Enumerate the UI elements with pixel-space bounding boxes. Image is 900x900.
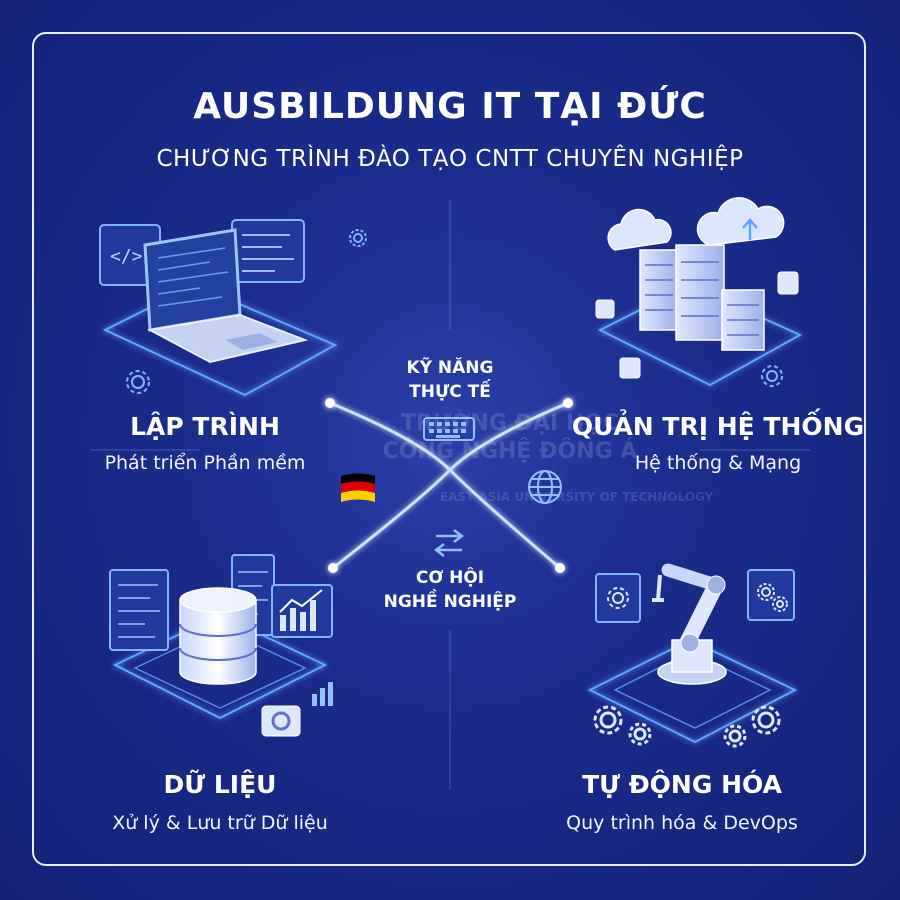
programming-title: LẬP TRÌNH (130, 412, 280, 441)
cloud-icon (607, 208, 672, 251)
page-title: AUSBILDUNG IT TẠI ĐỨC (193, 86, 707, 127)
bar-chart-icon (280, 600, 316, 631)
gear-icon (126, 370, 150, 394)
gear-icon (349, 229, 367, 247)
svg-text:</>: </> (110, 246, 143, 267)
border-frame (32, 32, 866, 866)
laptop-code-icon: </> (99, 219, 367, 397)
robot-arm-icon (587, 563, 798, 748)
german-flag-icon (341, 473, 375, 502)
keyboard-icon (423, 417, 475, 441)
center-label-skills-line2: THỰC TẾ (409, 382, 491, 402)
server-cloud-icon (595, 197, 803, 387)
automation-subtitle: Quy trình hóa & DevOps (566, 812, 798, 834)
gear-icon (607, 587, 629, 609)
server-rack-icon (639, 244, 765, 351)
automation-title: TỰ ĐỘNG HÓA (582, 770, 782, 799)
center-label-skills: KỸ NĂNG THỰC TẾ (350, 356, 550, 404)
swap-arrows-icon (433, 529, 465, 557)
watermark: TRƯỜNG ĐẠI HỌC CÔNG NGHỆ ĐÔNG Á (360, 410, 660, 466)
gear-icon (757, 583, 775, 601)
database-icon (109, 554, 333, 737)
center-label-skills-line1: KỸ NĂNG (406, 358, 494, 378)
gear-icon (723, 724, 747, 748)
center-label-career-line1: CƠ HỘI (415, 568, 485, 588)
gear-icon (593, 705, 623, 735)
watermark-line3: EAST ASIA UNIVERSITY OF TECHNOLOGY (440, 490, 714, 504)
data-title: DỮ LIỆU (163, 770, 277, 799)
page-subtitle: CHƯƠNG TRÌNH ĐÀO TẠO CNTT CHUYÊN NGHIỆP (156, 146, 744, 172)
cloud-icon (696, 197, 785, 246)
gear-icon (751, 705, 781, 735)
divider-lines (90, 200, 810, 790)
sysadmin-subtitle: Hệ thống & Mạng (634, 452, 802, 474)
sysadmin-title: QUẢN TRỊ HỆ THỐNG (571, 412, 865, 441)
central-cross-lines (325, 398, 573, 573)
gear-icon (628, 722, 652, 746)
center-label-career: CƠ HỘI NGHỀ NGHIỆP (350, 566, 550, 614)
programming-subtitle: Phát triển Phần mềm (104, 452, 306, 474)
center-label-career-line2: NGHỀ NGHIỆP (383, 592, 517, 612)
gear-icon (772, 596, 788, 612)
data-subtitle: Xử lý & Lưu trữ Dữ liệu (112, 812, 328, 834)
globe-icon (528, 470, 562, 504)
gear-icon (761, 365, 783, 387)
